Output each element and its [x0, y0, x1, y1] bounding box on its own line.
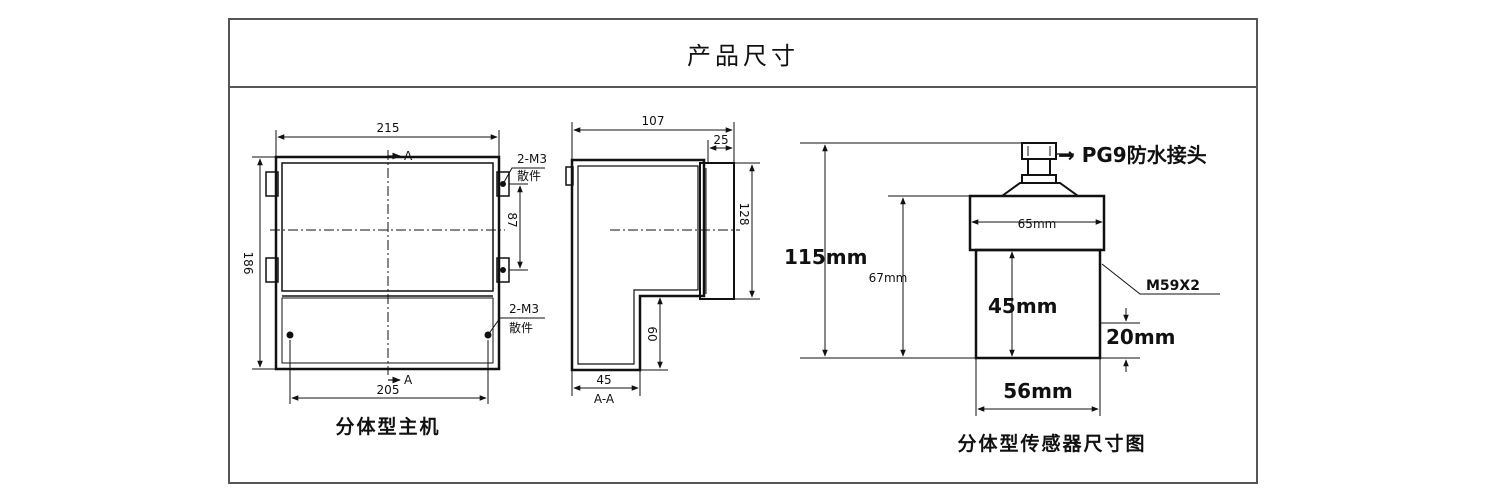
host-section-view	[565, 122, 760, 396]
mount-hole-icon	[286, 331, 294, 339]
connector-gland-nut	[1027, 158, 1051, 176]
section-marker-bottom: A	[404, 373, 413, 387]
dim-text-107: 107	[642, 114, 665, 128]
mount-label-top-2: 散件	[517, 168, 541, 183]
host-tab-left-bottom	[265, 257, 279, 283]
dim-text-67mm: 67mm	[869, 271, 908, 285]
page-title: 产品尺寸	[687, 41, 799, 70]
leader-top	[502, 167, 545, 185]
section-label: A-A	[594, 392, 615, 406]
sensor-view	[800, 142, 1220, 416]
dim-text-115mm: 115mm	[784, 245, 867, 269]
mount-label-bottom-2: 散件	[509, 320, 533, 335]
section-marker-top: A	[404, 149, 413, 163]
connector-gland-top	[1021, 142, 1057, 160]
title-bar: 产品尺寸	[230, 20, 1256, 88]
connector-label: → PG9防水接头	[1058, 143, 1207, 167]
sensor-probe	[974, 248, 1102, 360]
leader-bottom	[487, 317, 545, 336]
mount-hole-icon	[500, 267, 506, 273]
host-front-view	[252, 130, 545, 404]
connector-gland-base	[1021, 174, 1057, 184]
host-caption: 分体型主机	[335, 415, 440, 438]
dim-text-56mm: 56mm	[1003, 379, 1073, 403]
dim-text-186: 186	[241, 252, 255, 275]
dim-text-25: 25	[713, 133, 728, 147]
thread-leader	[1101, 263, 1220, 295]
mount-label-bottom-1: 2-M3	[509, 302, 539, 316]
dim-text-45mm: 45mm	[988, 294, 1058, 318]
sensor-cap	[998, 182, 1082, 197]
mount-label-top-1: 2-M3	[517, 152, 547, 166]
host-tab-left-top	[265, 171, 279, 197]
dim-text-87: 87	[505, 212, 519, 227]
dim-text-215: 215	[377, 121, 400, 135]
dim-text-65mm: 65mm	[1018, 217, 1057, 231]
dim-text-128: 128	[737, 203, 751, 226]
section-outline	[570, 158, 706, 372]
dim-text-205: 205	[377, 383, 400, 397]
thread-label: M59X2	[1146, 278, 1200, 294]
dim-text-60: 60	[645, 326, 659, 341]
section-inner-wall	[577, 165, 699, 365]
section-tab	[565, 166, 574, 186]
dim-text-45: 45	[596, 373, 611, 387]
sensor-caption: 分体型传感器尺寸图	[957, 432, 1146, 455]
dim-text-20mm: 20mm	[1106, 325, 1176, 349]
section-lid	[699, 162, 735, 300]
